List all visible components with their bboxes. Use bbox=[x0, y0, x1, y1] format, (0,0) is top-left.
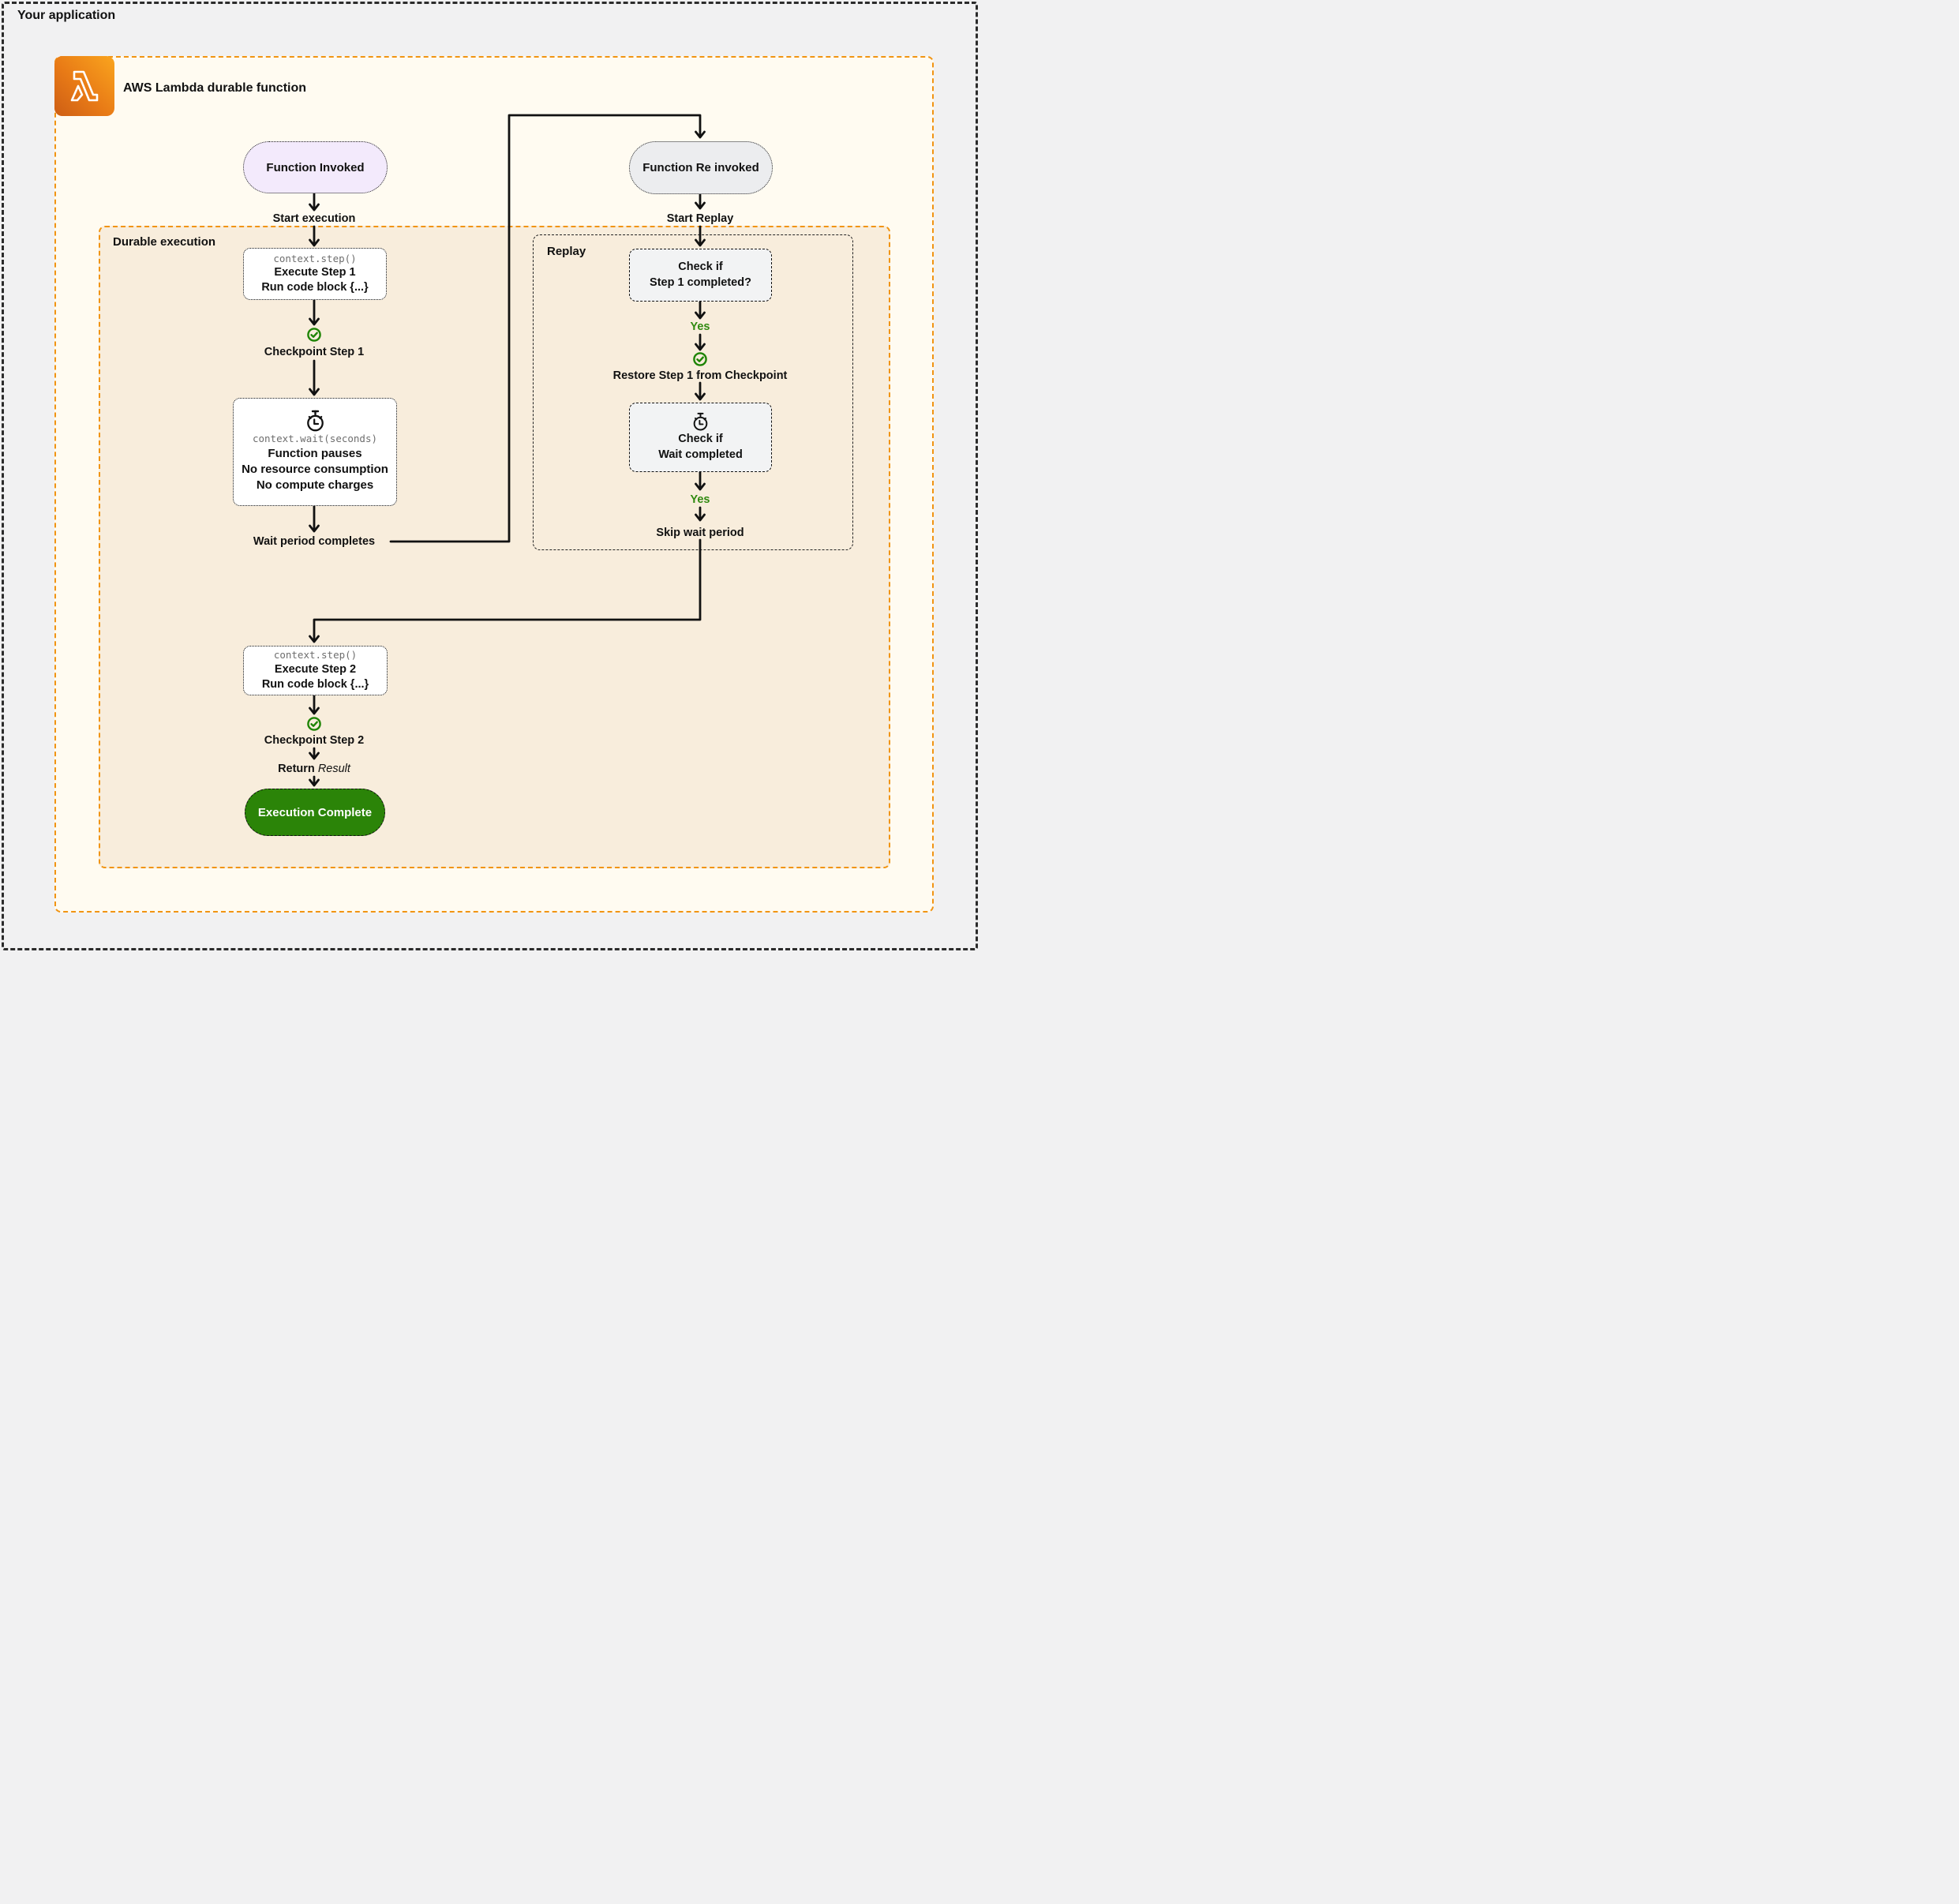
node-execute-step-2: context.step() Execute Step 2 Run code b… bbox=[243, 646, 388, 695]
wait-line2: No resource consumption bbox=[242, 463, 388, 477]
yes1-label: Yes bbox=[690, 320, 710, 333]
node-check-wait-completed: Check if Wait completed bbox=[629, 403, 772, 472]
restore-check-circle-icon bbox=[693, 352, 707, 366]
page-title: Your application bbox=[17, 9, 116, 22]
node-execute-step-1: context.step() Execute Step 1 Run code b… bbox=[243, 248, 387, 300]
node-function-reinvoked: Function Re invoked bbox=[629, 141, 773, 194]
step1-code-text: context.step() bbox=[273, 252, 357, 264]
node-context-wait: context.wait(seconds) Function pauses No… bbox=[233, 398, 397, 506]
wait-completes-label: Wait period completes bbox=[253, 535, 376, 548]
step2-code-text: context.step() bbox=[273, 649, 358, 662]
check-wait-line1: Check if bbox=[678, 433, 723, 446]
function-reinvoked-label: Function Re invoked bbox=[642, 161, 759, 174]
stopwatch-icon bbox=[306, 410, 324, 432]
lambda-glyph-icon bbox=[70, 70, 99, 102]
step2-line2: Run code block {...} bbox=[261, 677, 369, 691]
lambda-container-title: AWS Lambda durable function bbox=[123, 81, 307, 95]
diagram-page: { "app": { "title": "Your application" }… bbox=[0, 0, 980, 952]
node-execution-complete: Execution Complete bbox=[245, 789, 385, 836]
return-value: Result bbox=[317, 763, 350, 775]
checkpoint2-label: Checkpoint Step 2 bbox=[264, 734, 365, 747]
wait-code-text: context.wait(seconds) bbox=[252, 433, 378, 445]
yes2-label: Yes bbox=[690, 493, 710, 506]
skip-wait-label: Skip wait period bbox=[656, 527, 744, 539]
return-word: Return bbox=[278, 763, 315, 775]
start-execution-label: Start execution bbox=[272, 212, 356, 225]
replay-label: Replay bbox=[547, 245, 586, 258]
step1-line1: Execute Step 1 bbox=[274, 266, 356, 279]
return-result-label: Return Result bbox=[278, 763, 350, 775]
execution-complete-label: Execution Complete bbox=[257, 805, 373, 819]
checkpoint2-check-circle-icon bbox=[307, 717, 321, 731]
wait-line1: Function pauses bbox=[268, 446, 362, 460]
durable-execution-label: Durable execution bbox=[113, 235, 216, 249]
check-step1-line2: Step 1 completed? bbox=[650, 275, 751, 289]
node-function-invoked: Function Invoked bbox=[243, 141, 388, 193]
aws-lambda-icon bbox=[54, 56, 114, 116]
wait-line3: No compute charges bbox=[256, 478, 374, 493]
checkpoint1-label: Checkpoint Step 1 bbox=[264, 346, 365, 358]
check-step1-line1: Check if bbox=[678, 260, 723, 274]
start-replay-label: Start Replay bbox=[666, 212, 734, 225]
node-check-step1-completed: Check if Step 1 completed? bbox=[629, 249, 772, 302]
function-invoked-label: Function Invoked bbox=[266, 160, 365, 174]
step1-line2: Run code block {...} bbox=[261, 281, 369, 294]
step2-line1: Execute Step 2 bbox=[274, 662, 357, 676]
checkpoint1-check-circle-icon bbox=[307, 328, 321, 342]
stopwatch-icon bbox=[693, 413, 708, 431]
check-wait-line2: Wait completed bbox=[658, 448, 743, 461]
restore-step1-label: Restore Step 1 from Checkpoint bbox=[612, 369, 788, 382]
